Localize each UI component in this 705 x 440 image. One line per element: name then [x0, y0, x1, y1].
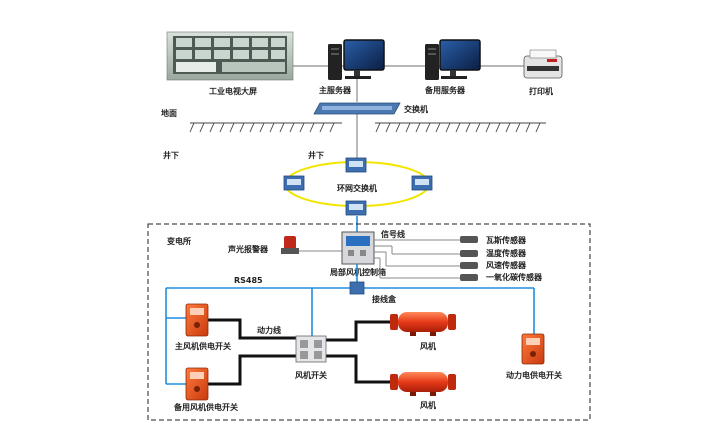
- fan-bottom-icon: [390, 372, 456, 396]
- ground-line: [189, 122, 546, 133]
- sensor-label-temperature: 温度传感器: [486, 248, 527, 258]
- substation-label: 变电所: [167, 236, 191, 246]
- fan-control-box-icon: [341, 231, 375, 265]
- rs485-label: RS485: [234, 276, 263, 285]
- backup-server-label: 备用服务器: [424, 85, 466, 95]
- ring-switch-label: 环网交换机: [337, 183, 377, 193]
- network-switch-icon: [313, 102, 401, 115]
- printer-label: 打印机: [529, 86, 553, 96]
- sensor-icons: [460, 236, 478, 281]
- junction-box-icon: [349, 281, 365, 295]
- video-wall-label: 工业电视大屏: [209, 86, 257, 96]
- switch-label: 交换机: [404, 104, 428, 114]
- backup-fan-switch-label: 备用风机供电开关: [173, 402, 238, 412]
- junction-box-label: 接线盒: [372, 294, 397, 304]
- sensor-label-gas: 瓦斯传感器: [486, 235, 527, 245]
- backup-server-icon: [425, 39, 481, 80]
- video-wall-icon: [166, 31, 294, 81]
- ring-underground-label: 井下: [308, 150, 324, 160]
- backup-fan-switch-icon: [185, 367, 209, 401]
- power-line-label: 动力线: [257, 325, 281, 335]
- main-fan-switch-icon: [185, 303, 209, 337]
- power-supply-switch-label: 动力电供电开关: [506, 370, 562, 380]
- fan-bottom-label: 风机: [420, 400, 436, 410]
- main-fan-switch-label: 主风机供电开关: [175, 341, 231, 351]
- fan-switch-label: 风机开关: [295, 370, 327, 380]
- printer-icon: [523, 49, 563, 79]
- alarm-icon: [281, 236, 342, 254]
- ring-switch-bottom-icon: [345, 200, 367, 216]
- substation-area: [147, 223, 591, 421]
- sensor-label-co: 一氧化碳传感器: [486, 272, 543, 282]
- ground-label: 地面: [161, 108, 177, 118]
- fan-switch-icon: [295, 335, 327, 363]
- ring-switch-left-icon: [283, 175, 305, 191]
- sensor-label-windspeed: 风速传感器: [486, 260, 527, 270]
- alarm-label: 声光报警器: [227, 244, 269, 254]
- main-server-icon: [328, 39, 385, 80]
- fan-top-label: 风机: [420, 341, 436, 351]
- power-lines: [208, 318, 390, 386]
- main-server-label: 主服务器: [319, 85, 352, 95]
- ring-switch-top-icon: [345, 157, 367, 173]
- signal-line-label: 信号线: [381, 229, 405, 239]
- sensor-lines: [374, 239, 460, 279]
- underground-label: 井下: [163, 150, 179, 160]
- ring-switch-right-icon: [411, 175, 433, 191]
- fan-top-icon: [390, 312, 456, 336]
- power-supply-switch-icon: [521, 333, 545, 365]
